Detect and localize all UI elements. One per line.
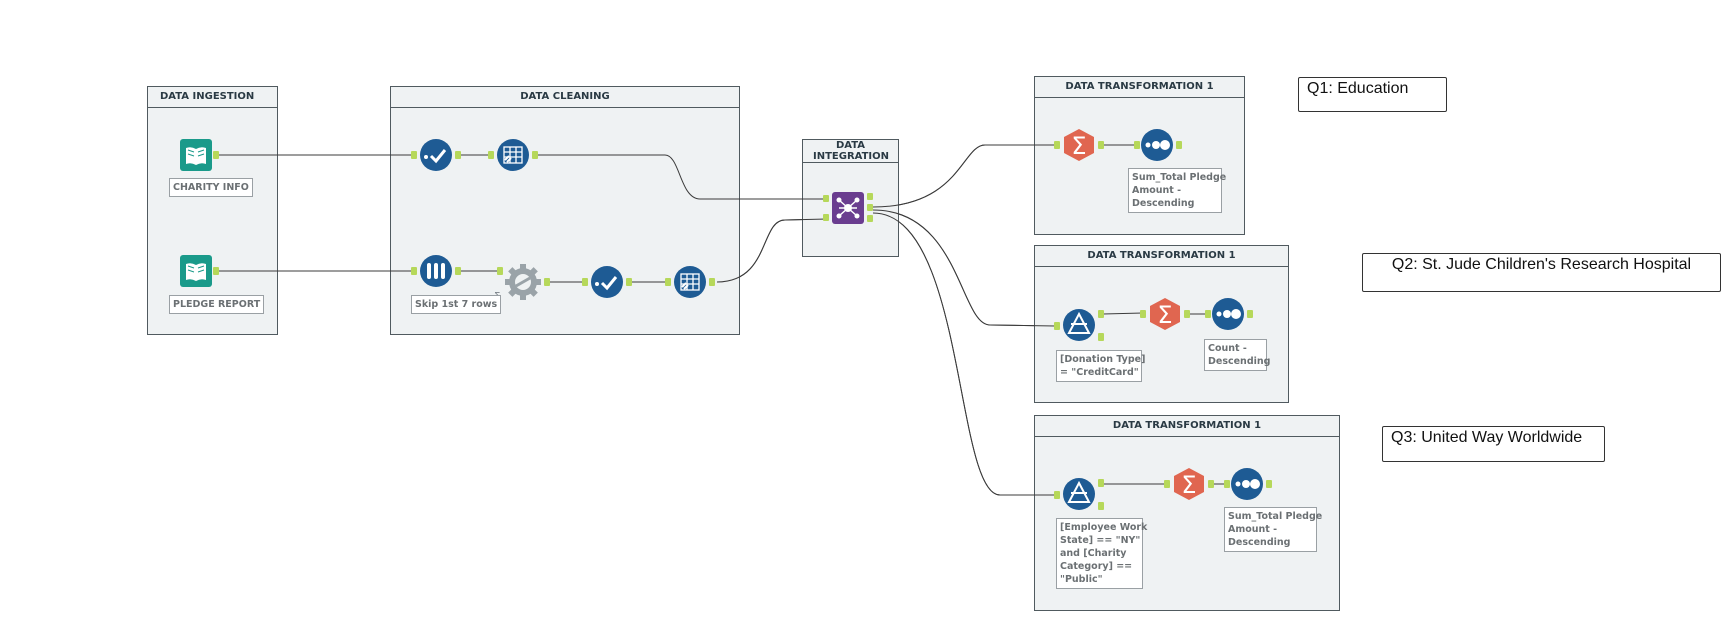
- annotation-filter-q3: [Employee Work State] == "NY" and [Chari…: [1056, 518, 1147, 589]
- book-input-icon[interactable]: [178, 254, 222, 288]
- annotation-sort-q3: Sum_Total Pledge Amount - Descending: [1224, 507, 1322, 552]
- sigma-summarize-icon[interactable]: Σ: [1139, 297, 1195, 331]
- question-q3[interactable]: Q3: United Way Worldwide: [1382, 426, 1605, 462]
- text-to-columns-icon[interactable]: [410, 254, 466, 288]
- annotation-filter-q2: [Donation Type] = "CreditCard": [1056, 350, 1145, 382]
- container-title: DATA TRANSFORMATION 1: [1035, 77, 1244, 98]
- data-cleansing-icon[interactable]: [664, 265, 720, 299]
- gear-autofield-icon[interactable]: Σ: [494, 264, 554, 300]
- join-multiple-icon[interactable]: [822, 190, 878, 226]
- sigma-summarize-icon[interactable]: Σ: [1053, 128, 1109, 162]
- filter-triangle-icon[interactable]: [1053, 474, 1109, 514]
- sort-dots-icon[interactable]: [1133, 128, 1189, 162]
- sort-dots-icon[interactable]: [1204, 297, 1260, 331]
- checkmark-select-icon[interactable]: [581, 265, 637, 299]
- svg-text:Σ: Σ: [1157, 301, 1172, 329]
- container-title: DATA INTEGRATION: [803, 140, 898, 163]
- annotation-charity-info: CHARITY INFO: [169, 178, 253, 197]
- annotation-sort-q1: Sum_Total Pledge Amount - Descending: [1128, 168, 1226, 213]
- container-title: DATA TRANSFORMATION 1: [1035, 416, 1339, 437]
- annotation-pledge-report: PLEDGE REPORT: [169, 295, 265, 314]
- question-q1[interactable]: Q1: Education: [1298, 77, 1447, 112]
- filter-triangle-icon[interactable]: [1053, 305, 1109, 345]
- annotation-skip-rows: Skip 1st 7 rows: [411, 295, 502, 314]
- container-title: DATA TRANSFORMATION 1: [1035, 246, 1288, 267]
- sort-dots-icon[interactable]: [1223, 467, 1279, 501]
- data-cleansing-icon[interactable]: [487, 138, 543, 172]
- checkmark-select-icon[interactable]: [410, 138, 466, 172]
- question-q2[interactable]: Q2: St. Jude Children's Research Hospita…: [1362, 253, 1721, 292]
- container-title: DATA CLEANING: [391, 87, 739, 108]
- annotation-sort-q2: Count - Descending: [1204, 339, 1270, 371]
- container-title: DATA INGESTION: [148, 87, 277, 108]
- sigma-summarize-icon[interactable]: Σ: [1163, 467, 1219, 501]
- book-input-icon[interactable]: [178, 138, 222, 172]
- svg-text:Σ: Σ: [1181, 471, 1196, 499]
- container-data-ingestion[interactable]: DATA INGESTION: [147, 86, 278, 335]
- svg-text:Σ: Σ: [1071, 132, 1086, 160]
